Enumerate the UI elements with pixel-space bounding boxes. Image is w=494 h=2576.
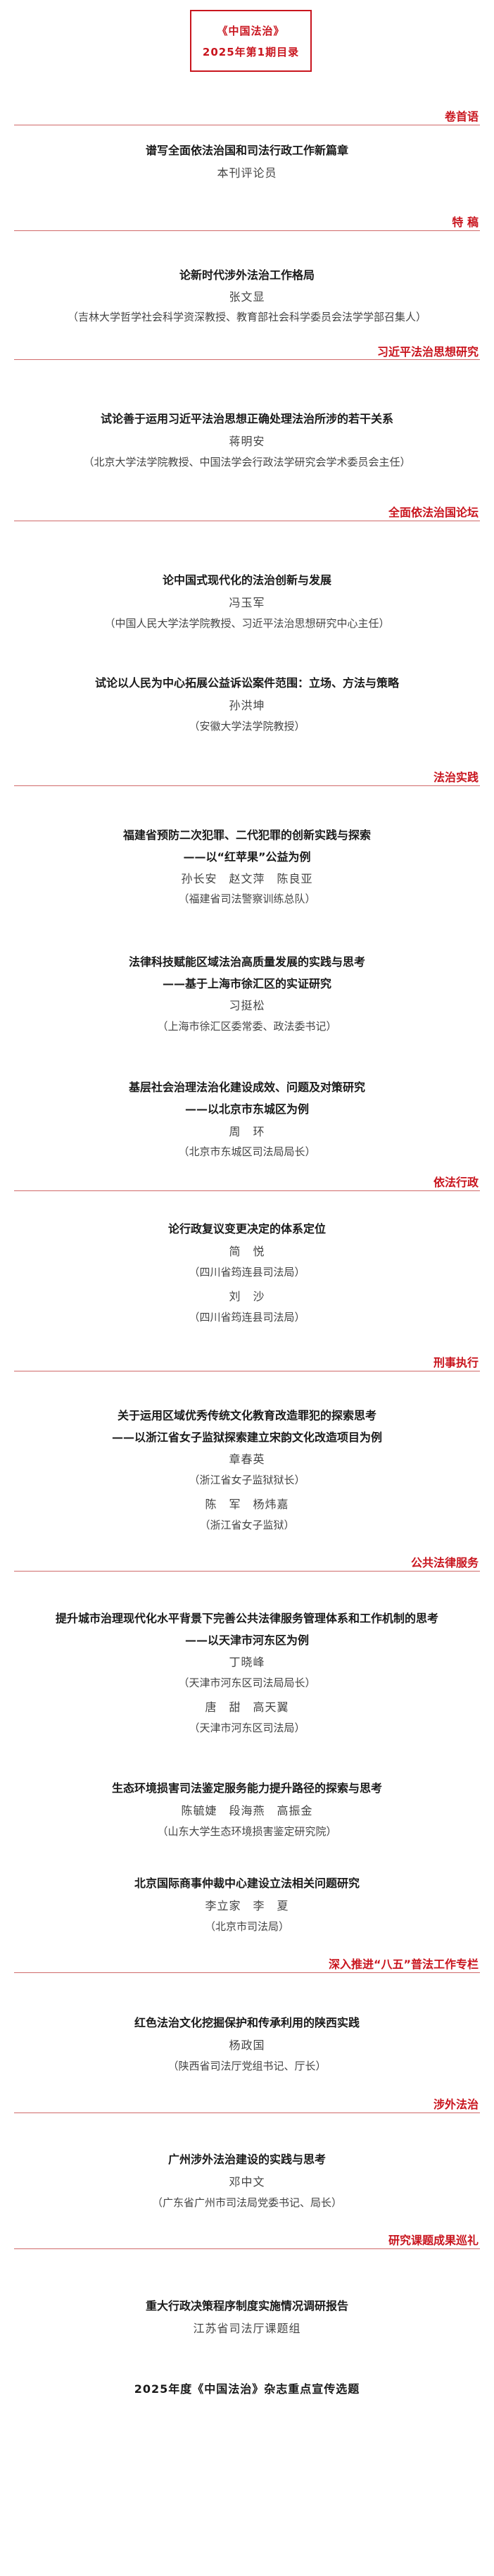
article-title[interactable]: 重大行政决策程序制度实施情况调研报告	[145, 2299, 348, 2313]
article-affiliation: （中国人民大学法学院教授、习近平法治思想研究中心主任）	[104, 617, 390, 630]
section-rule	[14, 1190, 480, 1191]
article-subtitle: ——基于上海市徐汇区的实证研究	[162, 977, 331, 990]
issue-title: 2025年第1期目录	[202, 45, 300, 58]
magazine-name: 《中国法治》	[217, 24, 285, 37]
article-subtitle: ——以天津市河东区为例	[184, 1634, 309, 1647]
article-title[interactable]: 试论以人民为中心拓展公益诉讼案件范围：立场、方法与策略	[94, 676, 399, 690]
article-affiliation: （陕西省司法厅党组书记、厅长）	[167, 2060, 327, 2072]
article-title[interactable]: 论新时代涉外法治工作格局	[179, 268, 315, 282]
article-author: 唐 甜 高天翼	[205, 1700, 289, 1714]
section-label-foreword: 卷首语	[444, 110, 479, 123]
article-subtitle: ——以北京市东城区为例	[184, 1102, 309, 1116]
section-label-law-popularization: 深入推进“八五”普法工作专栏	[328, 1958, 479, 1971]
article-author: 刘 沙	[229, 1290, 265, 1303]
footer-title[interactable]: 2025年度《中国法治》杂志重点宣传选题	[134, 2382, 360, 2396]
section-label-foreign-related: 涉外法治	[433, 2098, 479, 2111]
section-rule	[14, 1972, 480, 1973]
article-title[interactable]: 试论善于运用习近平法治思想正确处理法治所涉的若干关系	[100, 412, 393, 425]
section-rule	[14, 785, 480, 786]
article-affiliation: （浙江省女子监狱狱长）	[189, 1474, 305, 1486]
article-title[interactable]: 提升城市治理现代化水平背景下完善公共法律服务管理体系和工作机制的思考	[55, 1612, 438, 1625]
article-author: 陈毓婕 段海燕 高振金	[181, 1804, 313, 1817]
article-title[interactable]: 广州涉外法治建设的实践与思考	[167, 2153, 326, 2166]
article-affiliation: （北京市东城区司法局局长）	[178, 1145, 316, 1158]
section-label-xi-thought: 习近平法治思想研究	[376, 345, 479, 359]
issue-header-box: 《中国法治》 2025年第1期目录	[190, 10, 312, 72]
article-affiliation: （四川省筠连县司法局）	[189, 1266, 305, 1278]
article-title[interactable]: 法律科技赋能区域法治高质量发展的实践与思考	[128, 955, 365, 969]
section-label-rule-of-law-forum: 全面依法治国论坛	[388, 506, 479, 519]
article-title[interactable]: 论行政复议变更决定的体系定位	[167, 1222, 326, 1236]
article-title[interactable]: 福建省预防二次犯罪、二代犯罪的创新实践与探索	[122, 828, 371, 842]
section-label-public-legal-service: 公共法律服务	[410, 1556, 479, 1569]
article-author: 陈 军 杨炜嘉	[205, 1498, 289, 1511]
section-label-criminal-execution: 刑事执行	[433, 1356, 479, 1369]
article-author: 孙洪坤	[229, 699, 265, 712]
section-rule	[14, 2248, 480, 2249]
article-title[interactable]: 论中国式现代化的法治创新与发展	[162, 573, 331, 587]
article-author: 简 悦	[229, 1245, 265, 1258]
article-title[interactable]: 基层社会治理法治化建设成效、问题及对策研究	[128, 1081, 365, 1094]
article-author: 蒋明安	[229, 435, 265, 448]
article-affiliation: （四川省筠连县司法局）	[189, 1311, 305, 1324]
section-label-practice: 法治实践	[433, 771, 479, 784]
section-label-research-showcase: 研究课题成果巡礼	[388, 2234, 479, 2247]
article-author: 本刊评论员	[217, 166, 277, 180]
article-subtitle: ——以“红苹果”公益为例	[183, 850, 311, 864]
article-author: 章春英	[229, 1452, 265, 1466]
article-affiliation: （天津市河东区司法局）	[189, 1722, 305, 1734]
article-title[interactable]: 北京国际商事仲裁中心建设立法相关问题研究	[134, 1877, 360, 1890]
section-label-administration: 依法行政	[433, 1176, 479, 1189]
article-affiliation: （山东大学生态环境损害鉴定研究院）	[157, 1825, 337, 1838]
article-author: 孙长安 赵文萍 陈良亚	[181, 872, 313, 885]
article-title[interactable]: 生态环境损害司法鉴定服务能力提升路径的探索与思考	[111, 1781, 382, 1795]
article-affiliation: （浙江省女子监狱）	[199, 1519, 295, 1531]
article-author: 冯玉军	[229, 596, 265, 609]
article-author: 丁晓峰	[229, 1655, 265, 1669]
article-author: 周 环	[229, 1125, 265, 1138]
article-title[interactable]: 红色法治文化挖掘保护和传承利用的陕西实践	[134, 2016, 360, 2029]
article-affiliation: （安徽大学法学院教授）	[189, 720, 305, 733]
article-author: 邓中文	[229, 2175, 265, 2189]
section-rule	[14, 1571, 480, 1572]
article-title[interactable]: 谱写全面依法治国和司法行政工作新篇章	[145, 144, 348, 157]
article-author: 习挺松	[229, 999, 265, 1012]
article-affiliation: （福建省司法警察训练总队）	[178, 892, 316, 905]
article-affiliation: （吉林大学哲学社会科学资深教授、教育部社会科学委员会法学学部召集人）	[67, 311, 426, 323]
section-label-feature: 特 稿	[452, 216, 479, 229]
section-rule	[14, 359, 480, 360]
article-affiliation: （广东省广州市司法局党委书记、局长）	[151, 2196, 342, 2209]
article-title[interactable]: 关于运用区域优秀传统文化教育改造罪犯的探索思考	[117, 1409, 376, 1422]
article-author: 李立家 李 夏	[205, 1899, 289, 1912]
article-affiliation: （上海市徐汇区委常委、政法委书记）	[157, 1020, 337, 1033]
article-author: 张文显	[229, 290, 265, 304]
article-affiliation: （天津市河东区司法局局长）	[178, 1676, 316, 1689]
article-author: 杨政国	[229, 2039, 265, 2052]
article-author: 江苏省司法厅课题组	[193, 2322, 301, 2335]
article-affiliation: （北京大学法学院教授、中国法学会行政法学研究会学术委员会主任）	[83, 456, 411, 468]
article-subtitle: ——以浙江省女子监狱探索建立宋韵文化改造项目为例	[111, 1431, 382, 1444]
article-affiliation: （北京市司法局）	[204, 1920, 289, 1933]
section-rule	[14, 230, 480, 231]
